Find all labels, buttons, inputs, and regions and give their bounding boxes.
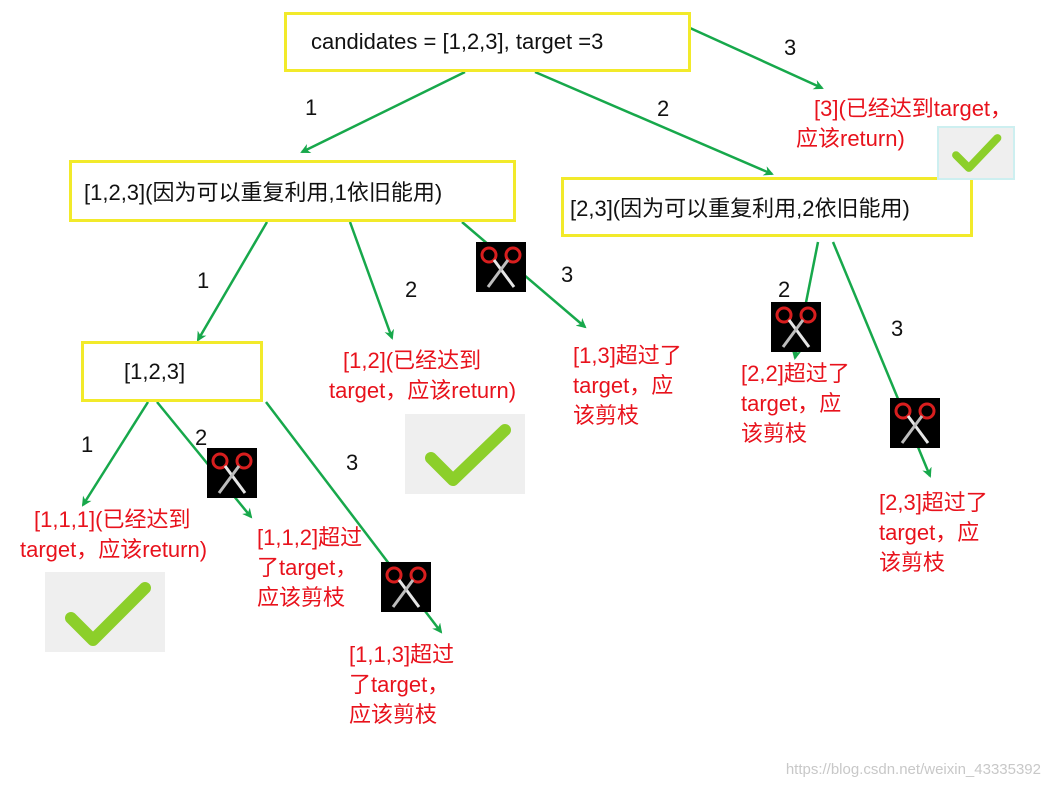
leaf-3-line2: 应该return) [796, 126, 905, 151]
leaf-1-1-3-line3: 应该剪枝 [349, 702, 438, 727]
leaf-1-3-line2: target，应 [573, 373, 674, 398]
scissors-icon [476, 242, 526, 292]
leaf-2-2: [2,2]超过了 target，应 该剪枝 [741, 359, 850, 449]
edge-label-n11-l113: 3 [346, 450, 359, 475]
node-2: [2,3](因为可以重复利用,2依旧能用) [561, 177, 973, 237]
edge-label-root-n2: 2 [657, 96, 670, 121]
edge-label-n11-l111: 1 [81, 432, 94, 457]
edge-label-n2-l22: 2 [778, 277, 791, 302]
leaf-1-1-2-line2: 了target， [257, 555, 358, 580]
scissors-icon [207, 448, 257, 498]
edge-root-n1 [300, 70, 466, 154]
scissors-icon [771, 302, 821, 352]
edge-label-root-l3: 3 [784, 35, 797, 60]
edge-label-root-n1: 1 [305, 95, 318, 120]
leaf-1-1-1-line2: target，应该return) [20, 537, 208, 562]
leaf-1-2: [1,2](已经达到 target，应该return) [329, 346, 516, 406]
edge-label-n1-l13: 3 [561, 262, 574, 287]
node-1: [1,2,3](因为可以重复利用,1依旧能用) [69, 160, 516, 222]
check-icon [937, 126, 1015, 180]
scissors-icon [381, 562, 431, 612]
leaf-1-1-2-line3: 应该剪枝 [257, 585, 346, 610]
leaf-1-1-3-line1: [1,1,3]超过 [349, 642, 455, 667]
leaf-1-1-1: [1,1,1](已经达到 target，应该return) [20, 505, 207, 565]
leaf-1-2-line2: target，应该return) [329, 378, 517, 403]
edge-label-n1-n11: 1 [197, 268, 210, 293]
leaf-2-3-line1: [2,3]超过了 [879, 490, 988, 515]
leaf-3: [3](已经达到target， 应该return) [796, 94, 1012, 154]
leaf-2-3: [2,3]超过了 target，应 该剪枝 [879, 488, 988, 578]
leaf-1-1-2: [1,1,2]超过 了target， 应该剪枝 [257, 523, 362, 613]
leaf-1-1-3: [1,1,3]超过 了target， 应该剪枝 [349, 640, 454, 730]
watermark: https://blog.csdn.net/weixin_43335392 [785, 761, 1041, 778]
leaf-1-3: [1,3]超过了 target，应 该剪枝 [573, 341, 682, 431]
edge-root-l3 [689, 26, 824, 90]
leaf-3-line1: [3](已经达到target， [814, 96, 1013, 121]
edge-label-n11-l112: 2 [195, 425, 208, 450]
root-node: candidates = [1,2,3], target =3 [284, 12, 691, 72]
leaf-1-1-1-line1: [1,1,1](已经达到 [34, 507, 191, 532]
edge-label-n1-l12: 2 [405, 277, 418, 302]
leaf-2-3-line2: target，应 [879, 520, 980, 545]
edge-label-n2-l23: 3 [891, 316, 904, 341]
leaf-2-2-line3: 该剪枝 [741, 421, 808, 446]
leaf-1-1-3-line2: 了target， [349, 672, 450, 697]
leaf-1-3-line1: [1,3]超过了 [573, 343, 682, 368]
edge-n1-n11 [196, 221, 269, 342]
node-1-1-text: [1,2,3] [124, 358, 186, 384]
leaf-2-2-line2: target，应 [741, 391, 842, 416]
leaf-1-2-line1: [1,2](已经达到 [343, 348, 482, 373]
check-icon [405, 414, 525, 494]
node-2-text: [2,3](因为可以重复利用,2依旧能用) [570, 196, 910, 221]
node-1-1: [1,2,3] [81, 341, 263, 402]
edge-root-n2 [534, 70, 774, 176]
leaf-2-2-line1: [2,2]超过了 [741, 361, 850, 386]
check-icon [45, 572, 165, 652]
edge-n11-l111 [81, 401, 150, 507]
leaf-1-3-line3: 该剪枝 [573, 403, 640, 428]
edge-n1-l12 [348, 221, 394, 340]
leaf-1-1-2-line1: [1,1,2]超过 [257, 525, 363, 550]
node-1-text: [1,2,3](因为可以重复利用,1依旧能用) [84, 180, 443, 205]
root-node-text: candidates = [1,2,3], target =3 [311, 29, 604, 54]
leaf-2-3-line3: 该剪枝 [879, 550, 946, 575]
scissors-icon [890, 398, 940, 448]
